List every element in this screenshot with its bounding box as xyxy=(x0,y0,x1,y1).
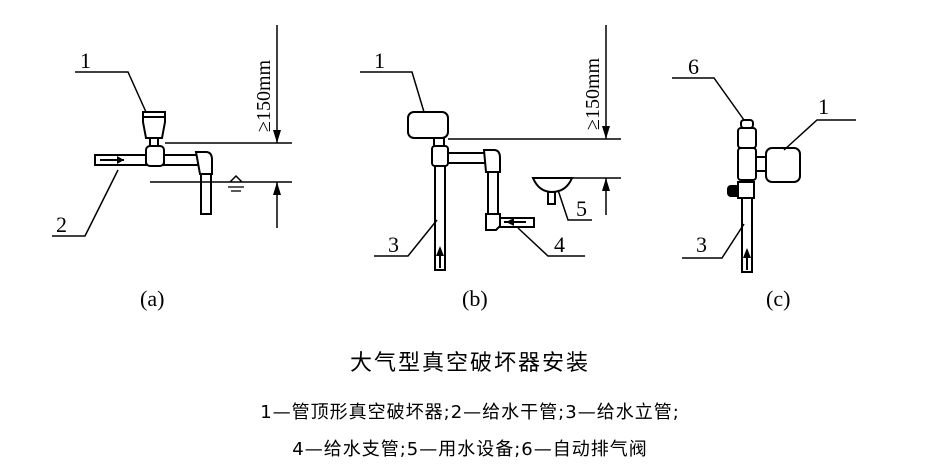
tee-b xyxy=(431,145,449,167)
elbow-b-top xyxy=(482,149,501,173)
water-level-symbol xyxy=(229,174,243,183)
panel-label-a: (a) xyxy=(140,286,164,311)
callout-1-c: 1 xyxy=(818,94,829,119)
leader-5-b xyxy=(557,189,592,221)
vacuum-breaker-c xyxy=(765,147,801,183)
panel-label-b: (b) xyxy=(462,286,488,311)
down-pipe-a xyxy=(200,173,212,215)
callout-5-b: 5 xyxy=(576,196,587,221)
water-fixture-b xyxy=(531,177,574,194)
dimension-label-a: ≥150mm xyxy=(253,59,275,132)
leader-2-a xyxy=(52,169,119,237)
leader-4-b xyxy=(517,227,585,257)
auto-air-vent-c xyxy=(740,119,754,129)
dimension-label-b: ≥150mm xyxy=(582,57,604,130)
callout-4-b: 4 xyxy=(554,232,565,257)
cross-fitting-c xyxy=(737,147,757,181)
figure-title: 大气型真空破坏器安装 xyxy=(350,351,590,376)
vacuum-breaker-a xyxy=(142,111,166,139)
valve-a xyxy=(145,145,165,167)
panel-a xyxy=(52,25,292,237)
riser-pipe-b xyxy=(434,165,446,271)
callout-3-c: 3 xyxy=(696,232,707,257)
panel-c xyxy=(672,77,856,273)
leader-1-c xyxy=(783,119,856,151)
callout-2-a: 2 xyxy=(56,212,67,237)
panel-label-c: (c) xyxy=(766,286,790,311)
riser-pipe-c xyxy=(741,197,753,273)
elbow-b-bottom xyxy=(485,213,501,231)
callout-3-b: 3 xyxy=(388,232,399,257)
vacuum-breaker-b xyxy=(407,111,449,139)
leader-3-b xyxy=(374,219,438,257)
callout-1-a: 1 xyxy=(80,48,91,73)
panel-b xyxy=(360,25,621,271)
leader-6-c xyxy=(672,77,745,121)
branch-down-pipe-b xyxy=(487,171,499,217)
leader-1-a xyxy=(75,71,147,113)
leader-3-c xyxy=(682,223,745,259)
elbow-a xyxy=(194,151,213,175)
legend-line-1: 1—管顶形真空破坏器;2—给水干管;3—给水立管; xyxy=(260,402,680,423)
leader-1-b xyxy=(360,71,425,113)
callout-6-c: 6 xyxy=(688,54,699,79)
callout-1-b: 1 xyxy=(374,48,385,73)
legend-line-2: 4—给水支管;5—用水设备;6—自动排气阀 xyxy=(292,439,647,460)
